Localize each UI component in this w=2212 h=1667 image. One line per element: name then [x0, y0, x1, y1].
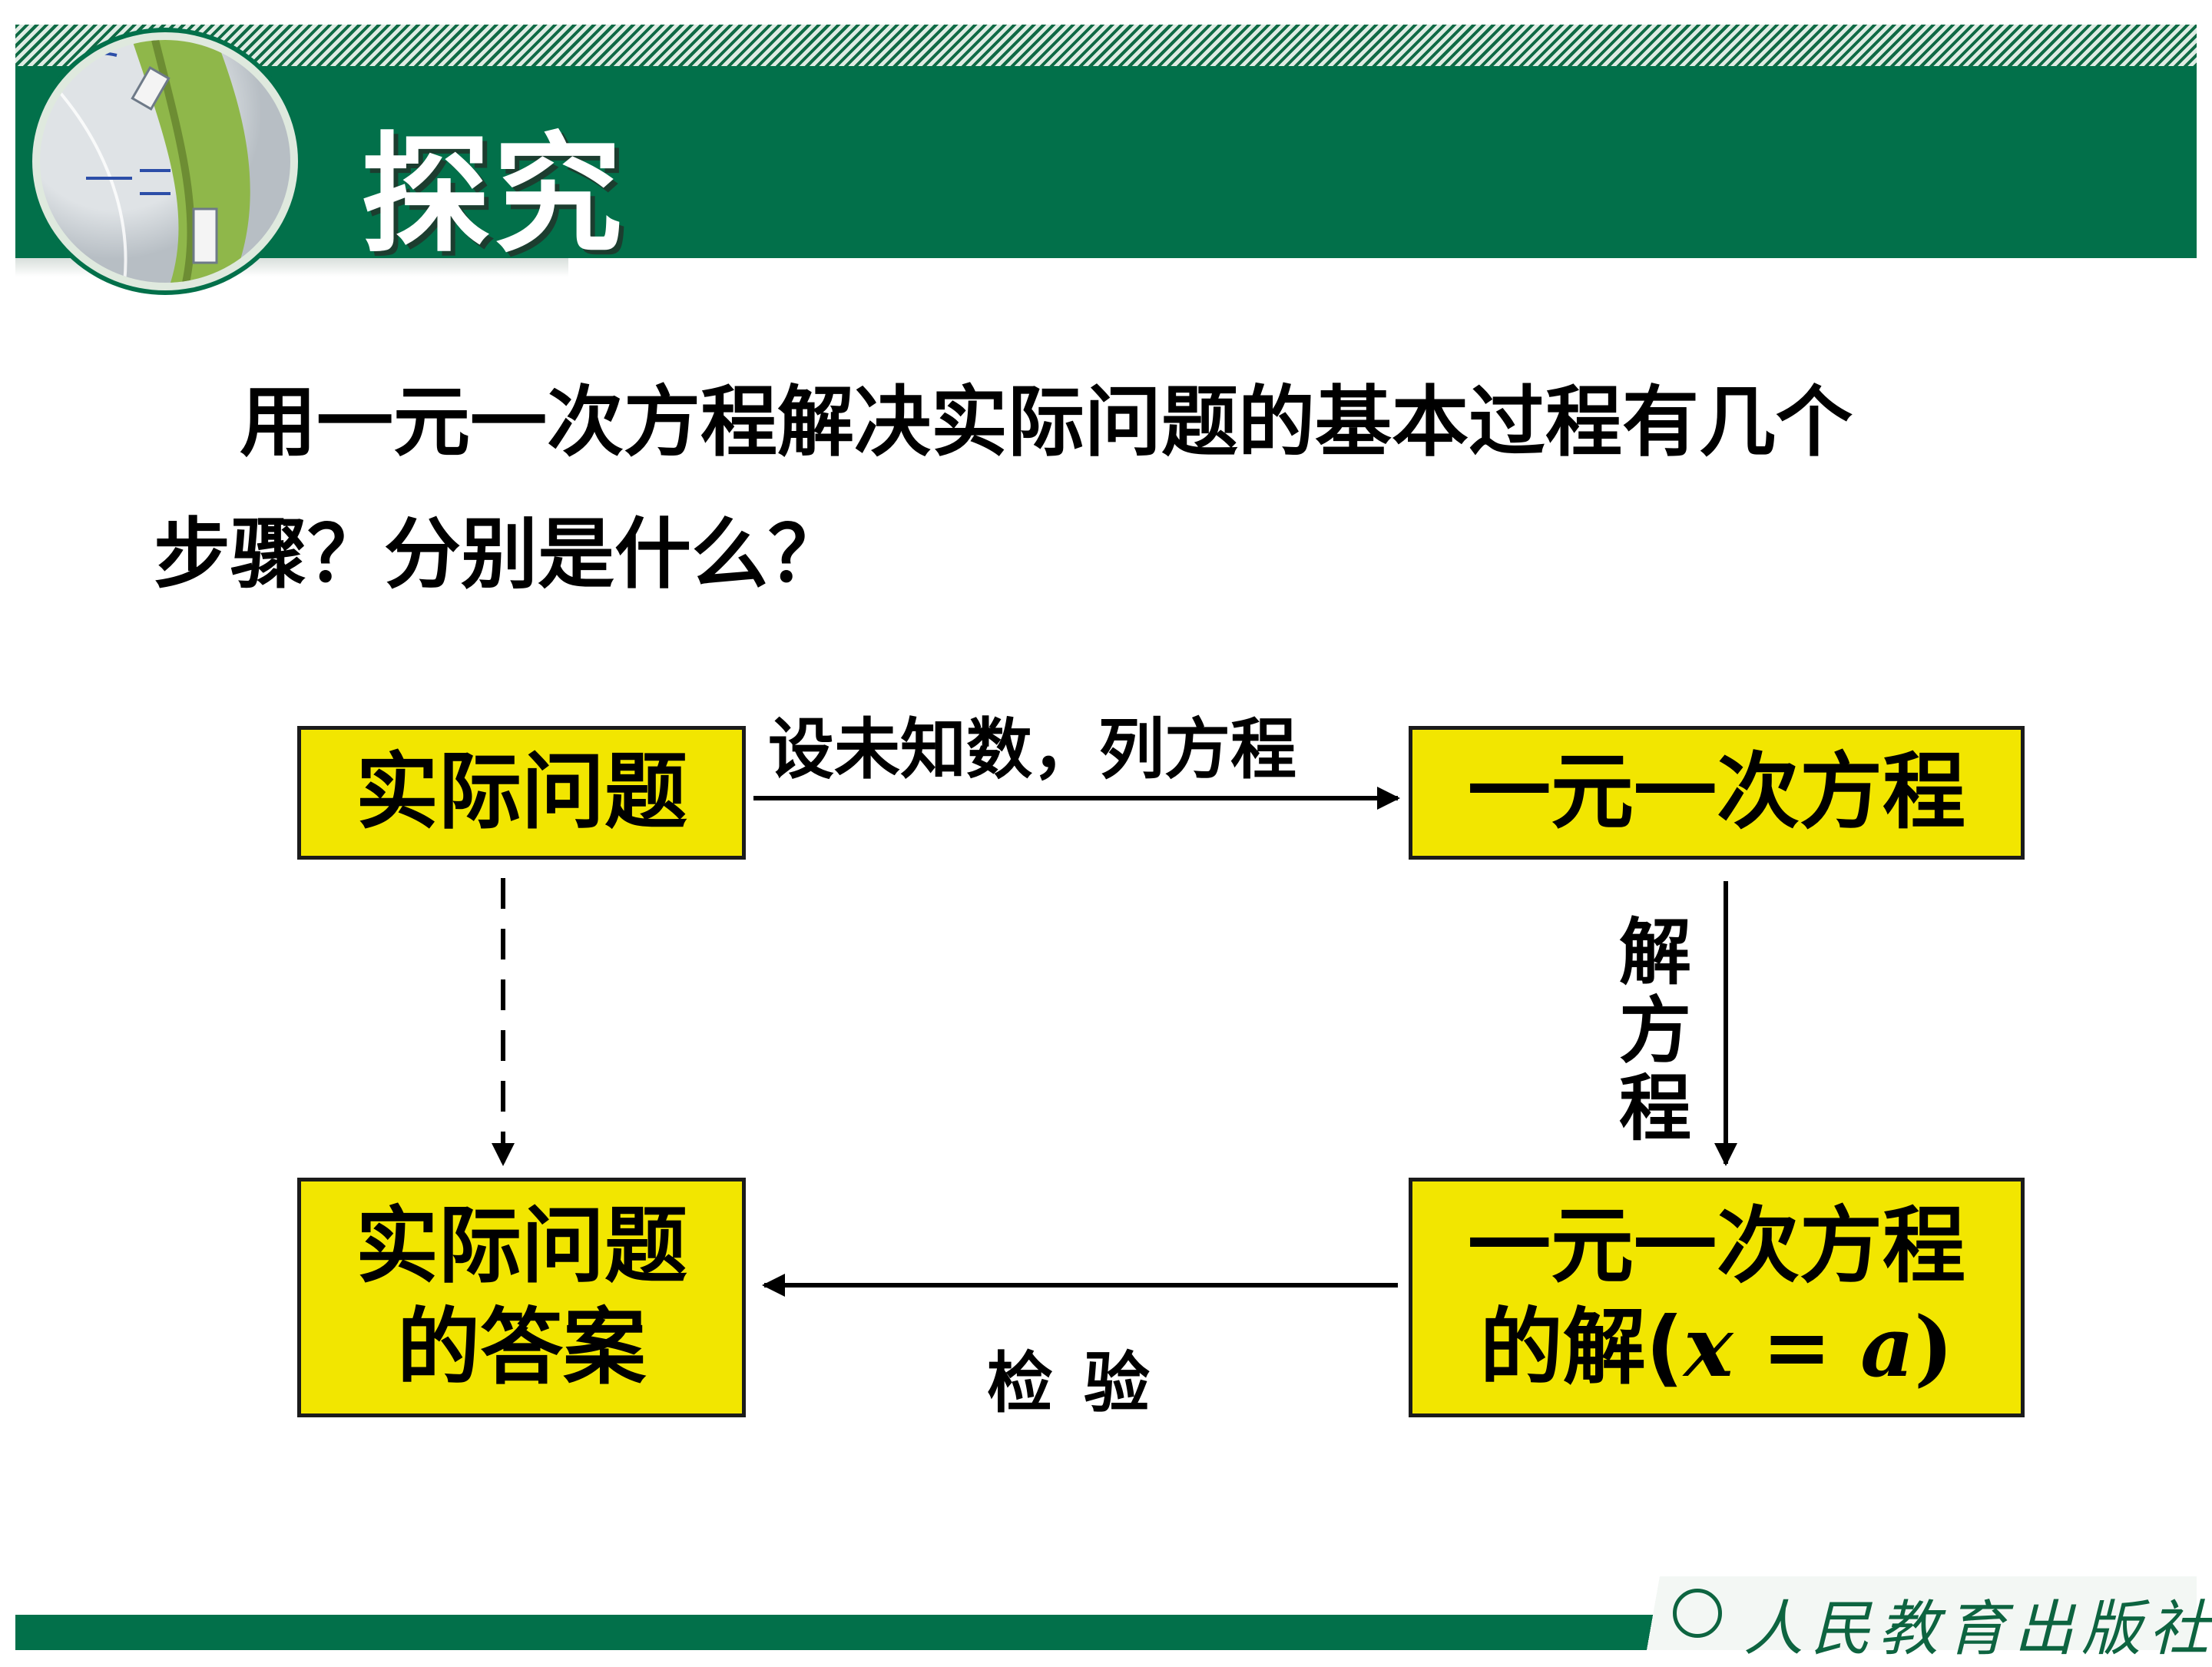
question-line-1: 用一元一次方程解决实际问题的基本过程有几个 — [240, 376, 1853, 467]
label-set-unknown: 设未知数，列方程 — [768, 711, 1296, 788]
box-real-problem-label: 实际问题 — [355, 744, 687, 841]
box-solution-variable: x — [1684, 1299, 1734, 1396]
box-answer-line-1: 实际问题 — [355, 1198, 687, 1295]
question-line-2: 步骤？分别是什么？ — [154, 509, 845, 599]
page-title: 探究 — [361, 120, 625, 270]
road-photo-image — [40, 40, 250, 283]
box-solution-prefix: 的解( — [1479, 1300, 1684, 1396]
box-problem-answer: 实际问题 的答案 — [297, 1178, 746, 1417]
publisher-name: 人民教育出版社 — [1743, 1595, 2212, 1664]
publisher-emblem-icon — [1673, 1589, 1722, 1638]
box-solution-suffix: ) — [1914, 1299, 1954, 1396]
box-equation-solution: 一元一次方程 的解(x = a) — [1409, 1178, 2025, 1417]
box-real-problem: 实际问题 — [297, 726, 746, 860]
header-banner — [15, 66, 2197, 258]
road-photo-logo — [32, 32, 298, 290]
label-check: 检验 — [987, 1344, 1181, 1422]
label-solve-equation: 解方程 — [1618, 910, 1691, 1152]
box-linear-equation: 一元一次方程 — [1409, 726, 2025, 860]
box-solution-line-1: 一元一次方程 — [1467, 1198, 1965, 1295]
box-solution-value: a — [1860, 1299, 1915, 1396]
box-answer-line-2: 的答案 — [396, 1300, 646, 1396]
box-solution-line-2: 的解(x = a) — [1480, 1297, 1954, 1399]
header-stripe — [15, 25, 2197, 66]
box-solution-equals: = — [1733, 1299, 1861, 1396]
box-linear-equation-label: 一元一次方程 — [1467, 744, 1965, 841]
